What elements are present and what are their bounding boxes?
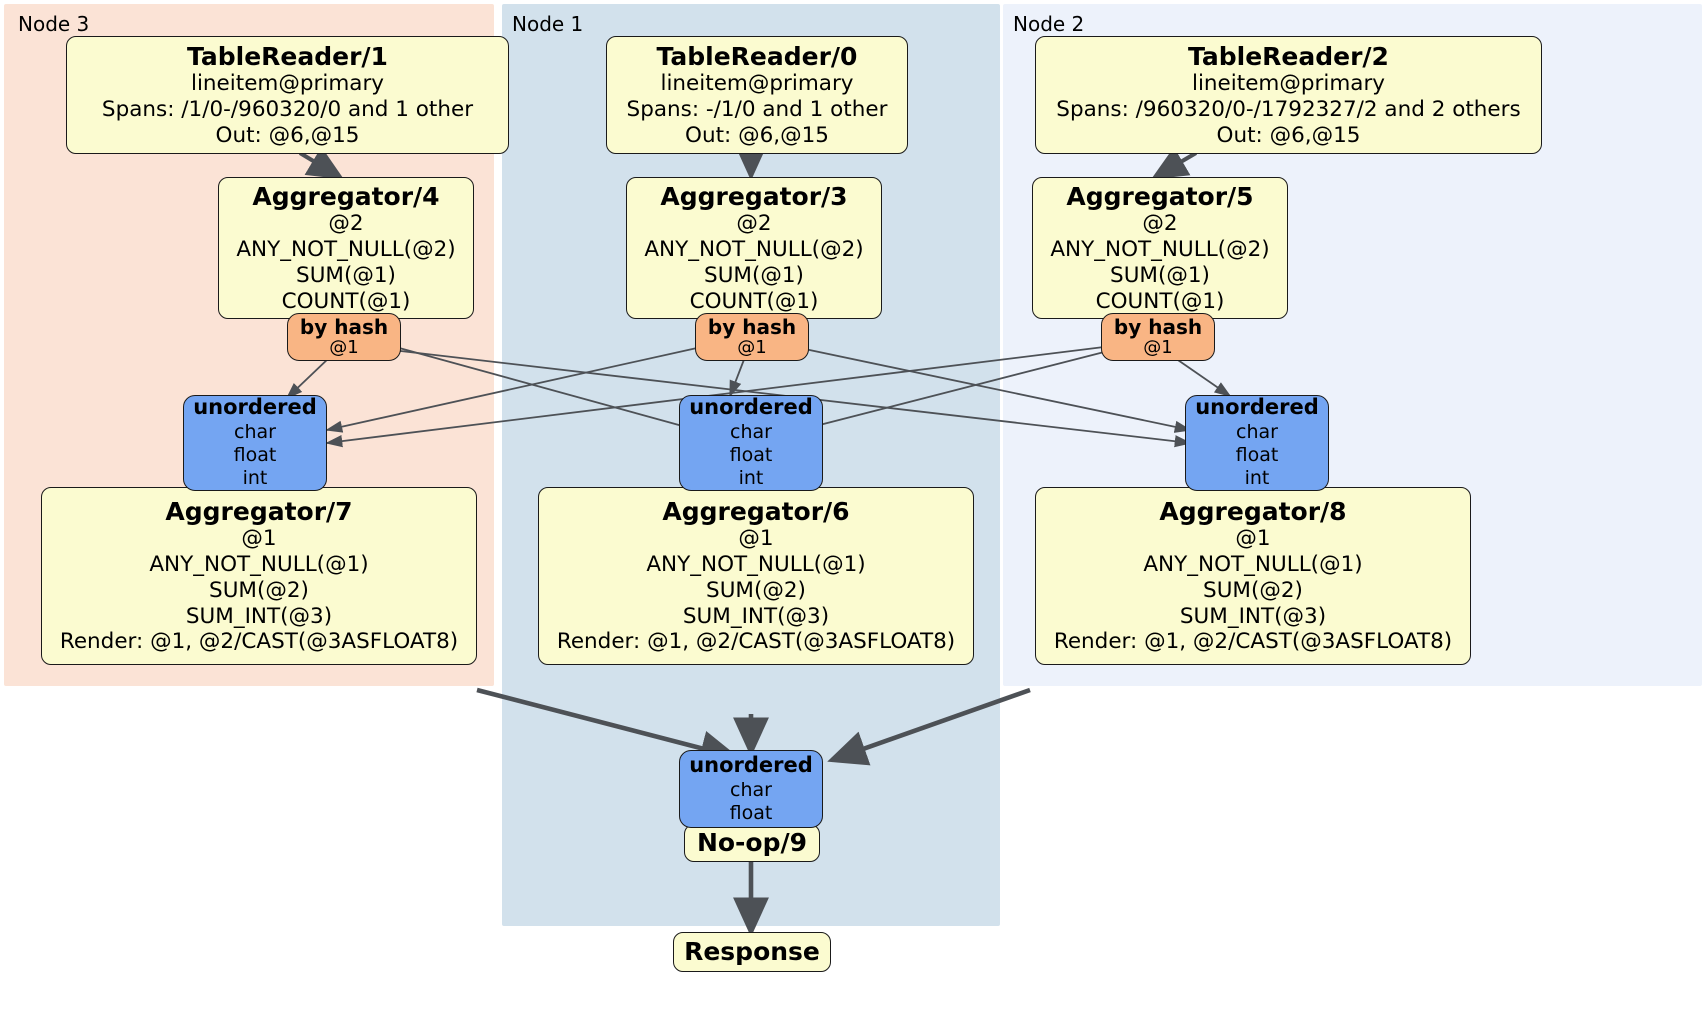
- synchronizer-type: int: [1244, 467, 1270, 490]
- processor-tablereader-2[interactable]: TableReader/2 lineitem@primary Spans: /9…: [1035, 36, 1542, 154]
- router-detail: @1: [737, 336, 767, 358]
- processor-noop-9[interactable]: No-op/9: [684, 824, 820, 862]
- processor-line: SUM_INT(@3): [682, 603, 830, 629]
- processor-line: COUNT(@1): [689, 288, 819, 314]
- processor-aggregator-3[interactable]: Aggregator/3 @2 ANY_NOT_NULL(@2) SUM(@1)…: [626, 177, 882, 319]
- processor-line: Spans: /960320/0-/1792327/2 and 2 others: [1056, 96, 1521, 122]
- processor-title: Aggregator/8: [1159, 496, 1347, 526]
- processor-aggregator-5[interactable]: Aggregator/5 @2 ANY_NOT_NULL(@2) SUM(@1)…: [1032, 177, 1288, 319]
- synchronizer-title: unordered: [1195, 395, 1319, 420]
- router-by-hash-right[interactable]: by hash @1: [1101, 313, 1215, 361]
- processor-aggregator-6[interactable]: Aggregator/6 @1 ANY_NOT_NULL(@1) SUM(@2)…: [538, 487, 974, 665]
- processor-line: Spans: /1/0-/960320/0 and 1 other: [101, 96, 474, 122]
- synchronizer-unordered-final[interactable]: unordered char float: [679, 750, 823, 828]
- processor-title: Aggregator/7: [165, 496, 353, 526]
- cluster-label-node-3: Node 3: [18, 12, 90, 36]
- processor-line: Render: @1, @2/CAST(@3ASFLOAT8): [59, 629, 459, 655]
- processor-line: SUM(@2): [209, 577, 309, 603]
- synchronizer-type: float: [729, 801, 773, 824]
- synchronizer-type: float: [233, 444, 277, 467]
- synchronizer-unordered-left[interactable]: unordered char float int: [183, 395, 327, 491]
- processor-line: SUM(@2): [706, 577, 806, 603]
- synchronizer-type: int: [242, 467, 268, 490]
- processor-line: @2: [1142, 211, 1178, 237]
- processor-title: Aggregator/6: [662, 496, 850, 526]
- processor-line: lineitem@primary: [660, 71, 854, 97]
- router-detail: @1: [1143, 336, 1173, 358]
- router-by-hash-left[interactable]: by hash @1: [287, 313, 401, 361]
- processor-title: TableReader/1: [187, 41, 388, 71]
- synchronizer-unordered-center[interactable]: unordered char float int: [679, 395, 823, 491]
- processor-line: @2: [328, 211, 364, 237]
- processor-title: TableReader/2: [1188, 41, 1389, 71]
- processor-line: Render: @1, @2/CAST(@3ASFLOAT8): [556, 629, 956, 655]
- processor-line: COUNT(@1): [1095, 288, 1225, 314]
- router-title: by hash: [707, 314, 797, 339]
- processor-line: ANY_NOT_NULL(@1): [1143, 552, 1363, 578]
- processor-aggregator-4[interactable]: Aggregator/4 @2 ANY_NOT_NULL(@2) SUM(@1)…: [218, 177, 474, 319]
- processor-line: ANY_NOT_NULL(@2): [236, 236, 456, 262]
- processor-title: Response: [684, 937, 820, 967]
- synchronizer-type: float: [729, 444, 773, 467]
- processor-title: Aggregator/5: [1066, 181, 1254, 211]
- processor-line: SUM(@1): [704, 262, 804, 288]
- processor-aggregator-7[interactable]: Aggregator/7 @1 ANY_NOT_NULL(@1) SUM(@2)…: [41, 487, 477, 665]
- router-title: by hash: [1113, 314, 1203, 339]
- processor-tablereader-1[interactable]: TableReader/1 lineitem@primary Spans: /1…: [66, 36, 509, 154]
- processor-line: SUM(@1): [296, 262, 396, 288]
- cluster-label-node-2: Node 2: [1013, 12, 1085, 36]
- processor-line: SUM(@1): [1110, 262, 1210, 288]
- processor-line: @2: [736, 211, 772, 237]
- synchronizer-title: unordered: [689, 753, 813, 778]
- processor-title: TableReader/0: [656, 41, 858, 71]
- processor-line: Out: @6,@15: [215, 122, 360, 148]
- synchronizer-title: unordered: [689, 395, 813, 420]
- synchronizer-type: float: [1235, 444, 1279, 467]
- processor-line: ANY_NOT_NULL(@1): [149, 552, 369, 578]
- synchronizer-type: int: [738, 467, 764, 490]
- processor-tablereader-0[interactable]: TableReader/0 lineitem@primary Spans: -/…: [606, 36, 908, 154]
- synchronizer-title: unordered: [193, 395, 317, 420]
- router-by-hash-center[interactable]: by hash @1: [695, 313, 809, 361]
- processor-line: SUM_INT(@3): [1179, 603, 1327, 629]
- synchronizer-type: char: [730, 778, 772, 801]
- processor-title: Aggregator/4: [252, 181, 440, 211]
- processor-line: @1: [241, 526, 277, 552]
- processor-line: Spans: -/1/0 and 1 other: [626, 96, 888, 122]
- processor-line: Render: @1, @2/CAST(@3ASFLOAT8): [1053, 629, 1453, 655]
- processor-line: ANY_NOT_NULL(@2): [644, 236, 864, 262]
- processor-line: lineitem@primary: [190, 71, 385, 97]
- processor-line: ANY_NOT_NULL(@2): [1050, 236, 1270, 262]
- processor-title: Aggregator/3: [660, 181, 848, 211]
- processor-line: @1: [1235, 526, 1271, 552]
- processor-line: COUNT(@1): [281, 288, 411, 314]
- processor-line: SUM(@2): [1203, 577, 1303, 603]
- router-detail: @1: [329, 336, 359, 358]
- processor-line: Out: @6,@15: [1216, 122, 1361, 148]
- router-title: by hash: [299, 314, 389, 339]
- processor-line: lineitem@primary: [1191, 71, 1386, 97]
- synchronizer-unordered-right[interactable]: unordered char float int: [1185, 395, 1329, 491]
- processor-title: No-op/9: [696, 828, 808, 858]
- processor-line: ANY_NOT_NULL(@1): [646, 552, 866, 578]
- processor-response[interactable]: Response: [673, 932, 831, 972]
- processor-line: @1: [738, 526, 774, 552]
- cluster-label-node-1: Node 1: [512, 12, 584, 36]
- processor-aggregator-8[interactable]: Aggregator/8 @1 ANY_NOT_NULL(@1) SUM(@2)…: [1035, 487, 1471, 665]
- synchronizer-type: char: [1236, 421, 1278, 444]
- synchronizer-type: char: [730, 421, 772, 444]
- processor-line: Out: @6,@15: [685, 122, 829, 148]
- synchronizer-type: char: [234, 421, 276, 444]
- processor-line: SUM_INT(@3): [185, 603, 333, 629]
